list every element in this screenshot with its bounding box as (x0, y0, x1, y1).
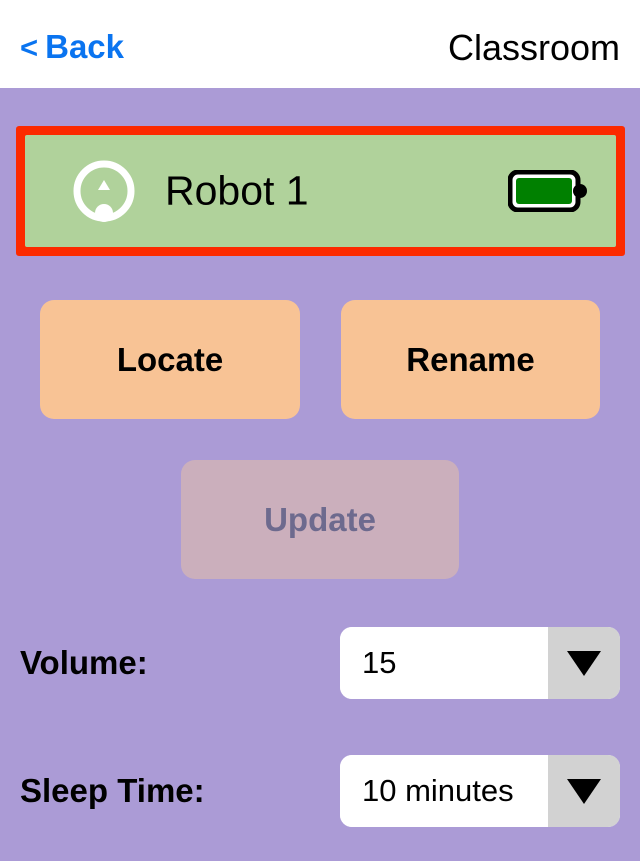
back-button[interactable]: < Back (20, 28, 124, 66)
volume-label: Volume: (20, 644, 148, 681)
sleep-time-setting-row: Sleep Time: 10 minutes (0, 755, 640, 827)
robot-card-selected[interactable]: Robot 1 (16, 126, 625, 256)
robot-icon (70, 157, 138, 225)
chevron-down-icon[interactable] (548, 755, 620, 827)
robot-name-label: Robot 1 (165, 167, 309, 214)
robot-card-body: Robot 1 (25, 135, 616, 247)
page-title: Classroom (447, 27, 620, 68)
navigation-bar: < Back Classroom (0, 0, 640, 88)
volume-dropdown[interactable]: 15 (340, 627, 620, 699)
update-button: Update (181, 460, 459, 579)
chevron-left-icon: < (20, 29, 39, 65)
sleep-time-label: Sleep Time: (20, 772, 205, 809)
chevron-down-icon[interactable] (548, 627, 620, 699)
sleep-time-dropdown[interactable]: 10 minutes (340, 755, 620, 827)
rename-button[interactable]: Rename (341, 300, 600, 419)
battery-icon (507, 169, 588, 213)
sleep-time-dropdown-value: 10 minutes (340, 755, 548, 827)
back-button-label: Back (45, 28, 124, 65)
locate-button[interactable]: Locate (40, 300, 300, 419)
volume-setting-row: Volume: 15 (0, 627, 640, 699)
volume-dropdown-value: 15 (340, 627, 548, 699)
